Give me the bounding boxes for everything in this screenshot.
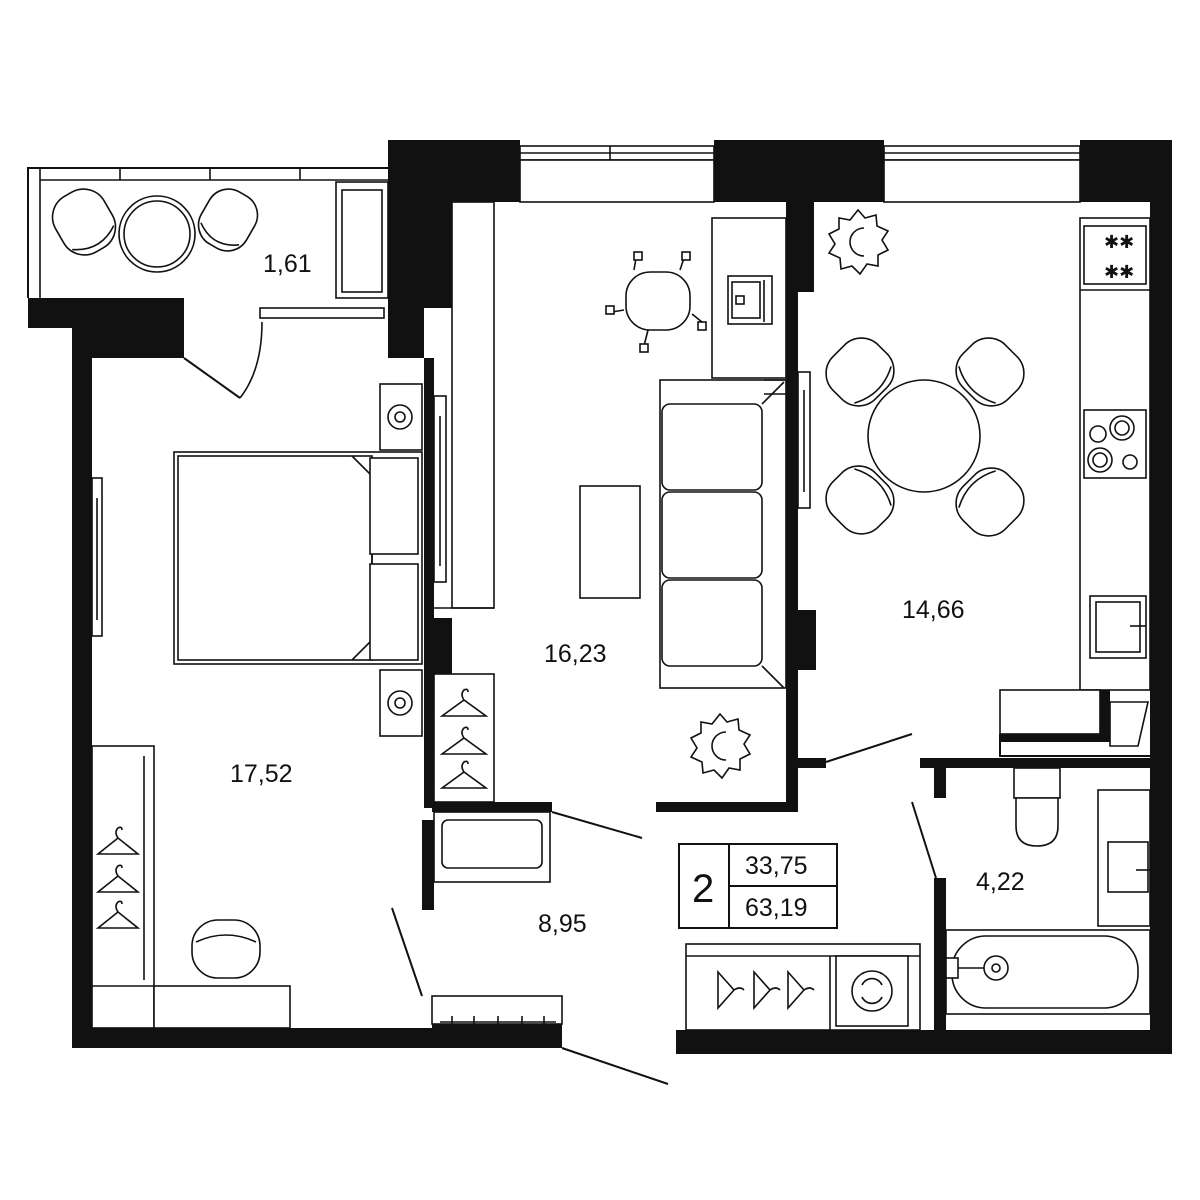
wall-hall-left (422, 820, 434, 910)
window-recess-kitchen (883, 159, 1081, 203)
wall-living-bottom-a (432, 802, 552, 812)
window-icon (519, 145, 715, 161)
area-labels: 1,61 17,52 16,23 14,66 8,95 4,22 (230, 250, 1025, 938)
hallway (431, 811, 921, 1085)
coffee-table-icon (579, 485, 641, 599)
area-label-bathroom: 4,22 (976, 868, 1025, 896)
kitchen-cabinet (999, 689, 1101, 735)
summary-room-count: 2 (692, 867, 714, 911)
wall-kitchen-bottom-a (796, 758, 826, 768)
svg-text:✱✱: ✱✱ (1104, 232, 1134, 252)
armchair-icon (825, 337, 895, 407)
toilet-icon (1013, 767, 1061, 847)
window-recess-living (519, 159, 715, 203)
door-icon (561, 1047, 669, 1085)
double-bed-icon (173, 451, 423, 665)
hanger-icon (95, 900, 141, 929)
wall-left (72, 358, 92, 1048)
door-icon (825, 733, 913, 763)
sink-icon (1097, 789, 1152, 927)
area-label-kitchen: 14,66 (902, 596, 965, 624)
sink-icon (1089, 595, 1147, 659)
plant-icon (827, 208, 890, 276)
kitchen: ✱✱ ✱✱ (797, 208, 1151, 763)
balcony (27, 167, 389, 399)
plant-icon (689, 712, 752, 780)
hanger-icon (717, 969, 745, 1011)
laptop-icon (727, 275, 773, 325)
wall-bottom-right (676, 1030, 1172, 1054)
round-table-icon (118, 195, 196, 273)
svg-text:✱✱: ✱✱ (1104, 262, 1134, 282)
walls (28, 140, 1172, 1054)
hanger-icon (753, 969, 781, 1011)
summary-total-area: 63,19 (745, 894, 808, 922)
wall-living-kitchen-top (786, 202, 814, 292)
wardrobe (91, 745, 155, 1029)
door-icon (391, 907, 423, 997)
tv-icon (91, 477, 103, 637)
wall-hall-bottom (432, 1024, 562, 1044)
wall-bath-left (934, 878, 946, 1038)
bathtub-icon (945, 929, 1151, 1015)
round-table-icon (867, 379, 981, 493)
armchair-icon (825, 465, 895, 535)
door-icon (551, 811, 643, 839)
balcony-outline (27, 167, 388, 298)
lamp-icon (379, 669, 423, 737)
wall-living-kitchen (786, 292, 798, 812)
bedroom (91, 383, 423, 1029)
tv-icon (433, 395, 447, 583)
office-chair-icon (191, 919, 261, 979)
wall-bedroom-top-left (72, 298, 184, 358)
door-icon (911, 801, 937, 879)
hanger-icon (95, 826, 141, 855)
hanger-icon (787, 969, 815, 1011)
desk (153, 985, 291, 1029)
hanger-icon (439, 760, 489, 789)
armchair-icon (955, 467, 1025, 537)
area-label-living-room: 16,23 (544, 640, 607, 668)
wall-living-bottom-b (656, 802, 796, 812)
wall-bedroom-living-block (424, 618, 452, 674)
stove-icon (1083, 409, 1147, 479)
wall-bath-corner (934, 758, 946, 798)
armchair-icon (955, 337, 1025, 407)
window-icon (883, 145, 1081, 161)
washing-machine-icon (835, 955, 909, 1027)
wall-living-kitchen-block (798, 610, 816, 670)
tv-icon (797, 371, 811, 509)
lamp-icon (379, 383, 423, 451)
wall-top-c (1080, 140, 1172, 202)
wall-bedroom-living (424, 358, 434, 808)
living-room (433, 201, 787, 839)
armchair-icon (197, 188, 259, 252)
hanger-icon (95, 864, 141, 893)
wall-upper-left-low (388, 308, 424, 358)
area-label-bedroom: 17,52 (230, 760, 293, 788)
summary-box: 2 33,75 63,19 (678, 843, 838, 929)
wall-top-b (714, 140, 884, 202)
area-label-hallway: 8,95 (538, 910, 587, 938)
bathroom (911, 767, 1152, 1015)
shoe-rack (431, 995, 563, 1025)
sofa-icon (659, 379, 787, 689)
living-wardrobe (451, 201, 495, 609)
armchair-icon (51, 188, 117, 256)
office-chair-icon (605, 251, 707, 353)
area-label-balcony: 1,61 (263, 250, 312, 278)
summary-living-area: 33,75 (745, 852, 808, 880)
wall-kitchen-bottom-b (920, 758, 1160, 768)
stove-icon: ✱✱ ✱✱ (1083, 225, 1147, 285)
kitchen-corner-unit (1109, 701, 1150, 747)
windows (519, 145, 1081, 203)
hanger-icon (439, 688, 489, 717)
door-icon (183, 307, 385, 399)
wall-upper-left (388, 140, 452, 308)
hanger-icon (439, 726, 489, 755)
wall-right (1150, 140, 1172, 1054)
